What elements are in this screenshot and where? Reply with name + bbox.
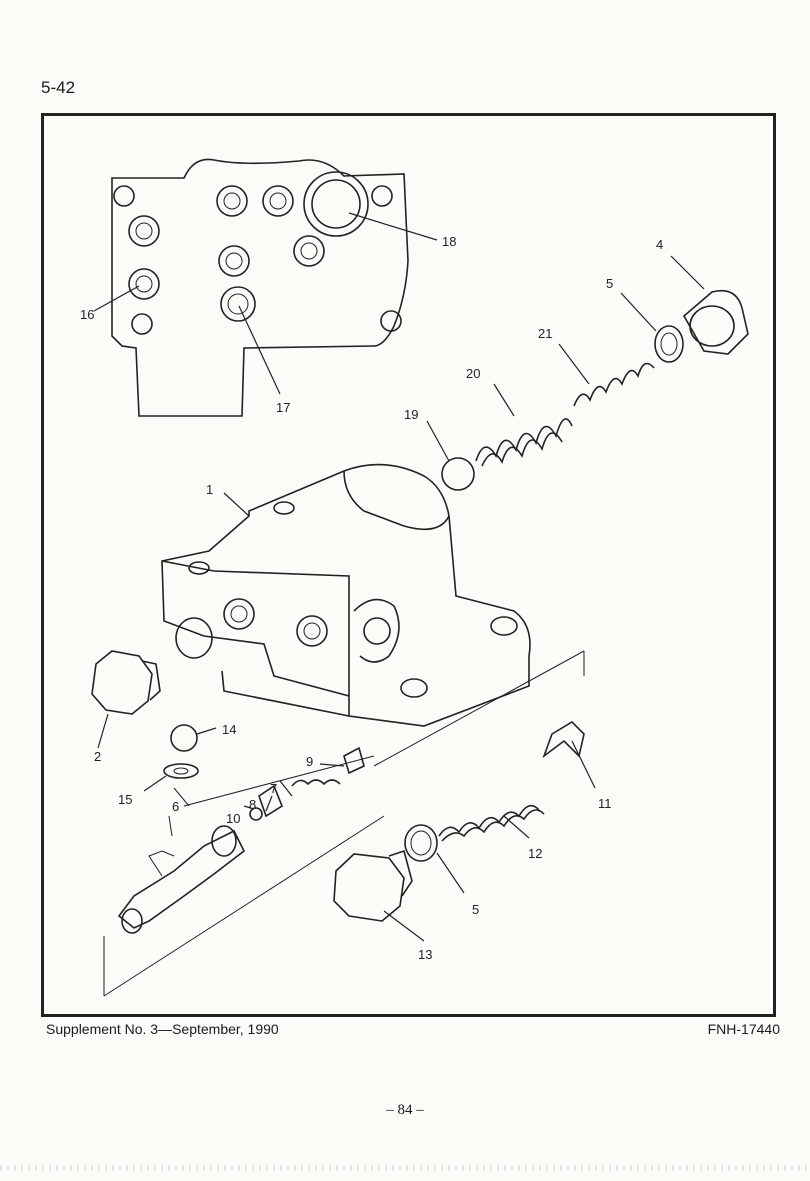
callout-5-lower: 5 [472, 902, 479, 917]
callout-8: 8 [249, 797, 256, 812]
document-code: FNH-17440 [707, 1021, 780, 1037]
supplement-note: Supplement No. 3—September, 1990 [46, 1021, 279, 1037]
exploded-parts-diagram: 1 2 4 5 5 6 7 8 9 10 11 12 13 14 15 16 1… [80, 158, 749, 997]
spool-assembly [103, 746, 385, 997]
page-reference: 5-42 [41, 78, 76, 97]
callout-21: 21 [538, 326, 552, 341]
callout-12: 12 [528, 846, 542, 861]
lower-right-group [333, 650, 585, 922]
washer-15 [163, 763, 199, 779]
callout-7: 7 [270, 781, 277, 796]
callout-11: 11 [598, 796, 612, 811]
callout-1: 1 [206, 482, 213, 497]
upper-right-group [441, 289, 749, 491]
valve-plate [111, 158, 409, 417]
callout-9: 9 [306, 754, 313, 769]
callout-5-upper: 5 [606, 276, 613, 291]
scan-artifact [0, 1165, 810, 1171]
callout-19: 19 [404, 407, 418, 422]
diagram-frame: 1 2 4 5 5 6 7 8 9 10 11 12 13 14 15 16 1… [41, 113, 776, 1017]
callout-13: 13 [418, 947, 432, 962]
page-number: – 84 – [386, 1102, 424, 1118]
ball-14 [170, 724, 198, 752]
callout-20: 20 [466, 366, 480, 381]
callout-16: 16 [80, 307, 94, 322]
callout-18: 18 [442, 234, 456, 249]
valve-housing [161, 463, 531, 727]
callout-2: 2 [94, 749, 101, 764]
callout-6: 6 [172, 799, 179, 814]
callout-15: 15 [118, 792, 132, 807]
callout-10: 10 [226, 811, 240, 826]
callout-4: 4 [656, 237, 663, 252]
callout-14: 14 [222, 722, 236, 737]
callout-17: 17 [276, 400, 290, 415]
plug-2 [91, 650, 161, 749]
